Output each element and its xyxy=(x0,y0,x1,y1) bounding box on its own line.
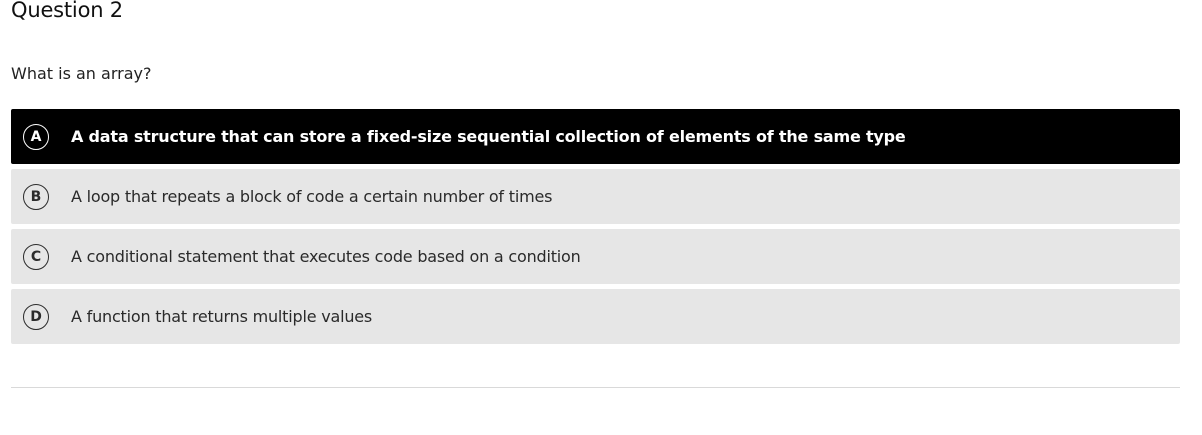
section-divider xyxy=(11,387,1180,388)
option-label: A conditional statement that executes co… xyxy=(71,247,581,266)
answer-option-a[interactable]: A A data structure that can store a fixe… xyxy=(11,109,1180,164)
option-letter-badge: B xyxy=(23,183,49,210)
answer-option-d[interactable]: D A function that returns multiple value… xyxy=(11,289,1180,344)
answer-option-b[interactable]: B A loop that repeats a block of code a … xyxy=(11,169,1180,224)
option-label: A data structure that can store a fixed-… xyxy=(71,127,906,146)
option-letter-badge: D xyxy=(23,303,49,330)
option-label: A loop that repeats a block of code a ce… xyxy=(71,187,553,206)
answer-options: A A data structure that can store a fixe… xyxy=(11,109,1180,349)
option-letter-badge: C xyxy=(23,243,49,270)
option-letter-badge: A xyxy=(23,123,49,150)
question-title: Question 2 xyxy=(11,0,123,22)
answer-option-c[interactable]: C A conditional statement that executes … xyxy=(11,229,1180,284)
option-label: A function that returns multiple values xyxy=(71,307,373,326)
question-text: What is an array? xyxy=(11,64,152,83)
